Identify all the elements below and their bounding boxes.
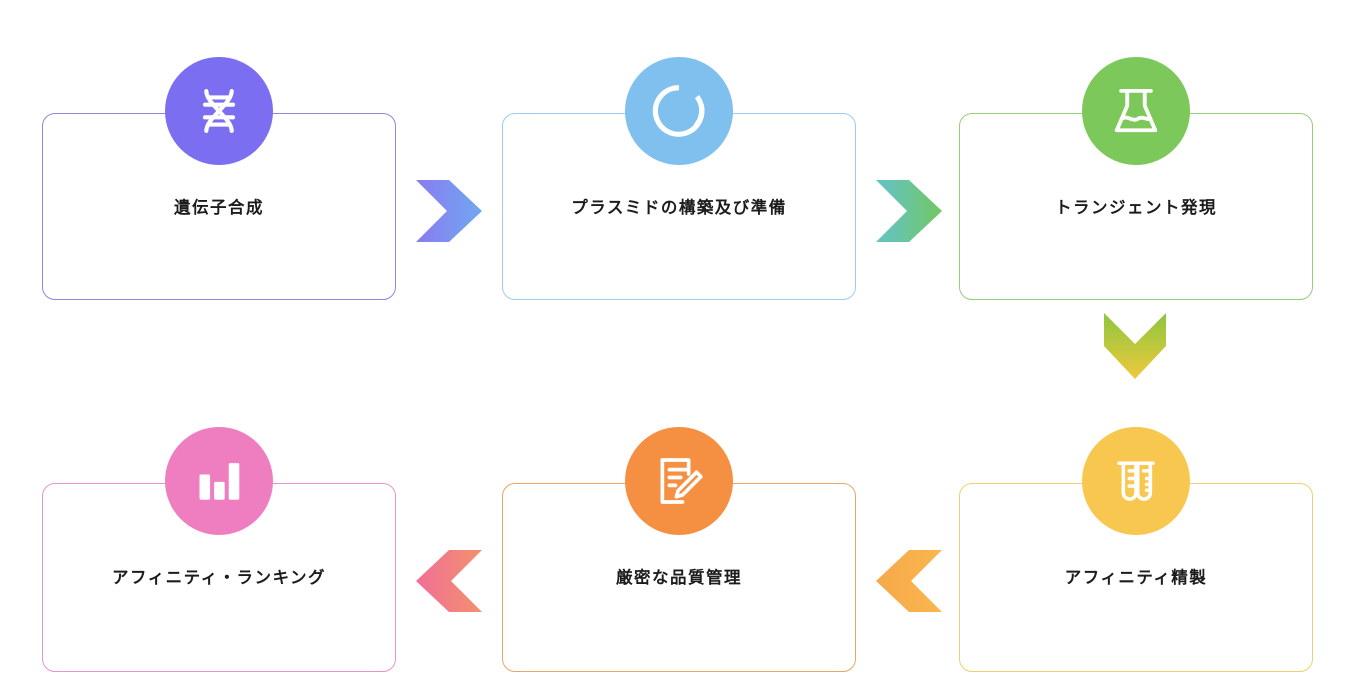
step-card-affinity-purification[interactable]: アフィニティ精製 (959, 483, 1313, 672)
step-label-gene-synthesis: 遺伝子合成 (174, 199, 264, 217)
step-label-affinity-purification: アフィニティ精製 (1064, 569, 1208, 587)
dna-helix-icon (165, 57, 273, 165)
arrow-step5-to-step6 (416, 550, 482, 612)
arrow-step3-to-step4 (1104, 313, 1166, 379)
step-label-plasmid-construction: プラスミドの構築及び準備 (571, 199, 787, 217)
document-pencil-icon (625, 427, 733, 535)
plasmid-ring-icon (625, 57, 733, 165)
arrow-step4-to-step5 (876, 550, 942, 612)
erlenmeyer-flask-icon (1082, 57, 1190, 165)
bar-chart-icon (165, 427, 273, 535)
arrow-step1-to-step2 (416, 180, 482, 242)
step-label-affinity-ranking: アフィニティ・ランキング (111, 569, 326, 587)
step-label-transient-expression: トランジェント発現 (1055, 199, 1217, 217)
test-tubes-icon (1082, 427, 1190, 535)
arrow-step2-to-step3 (876, 180, 942, 242)
step-label-quality-control: 厳密な品質管理 (616, 569, 742, 587)
